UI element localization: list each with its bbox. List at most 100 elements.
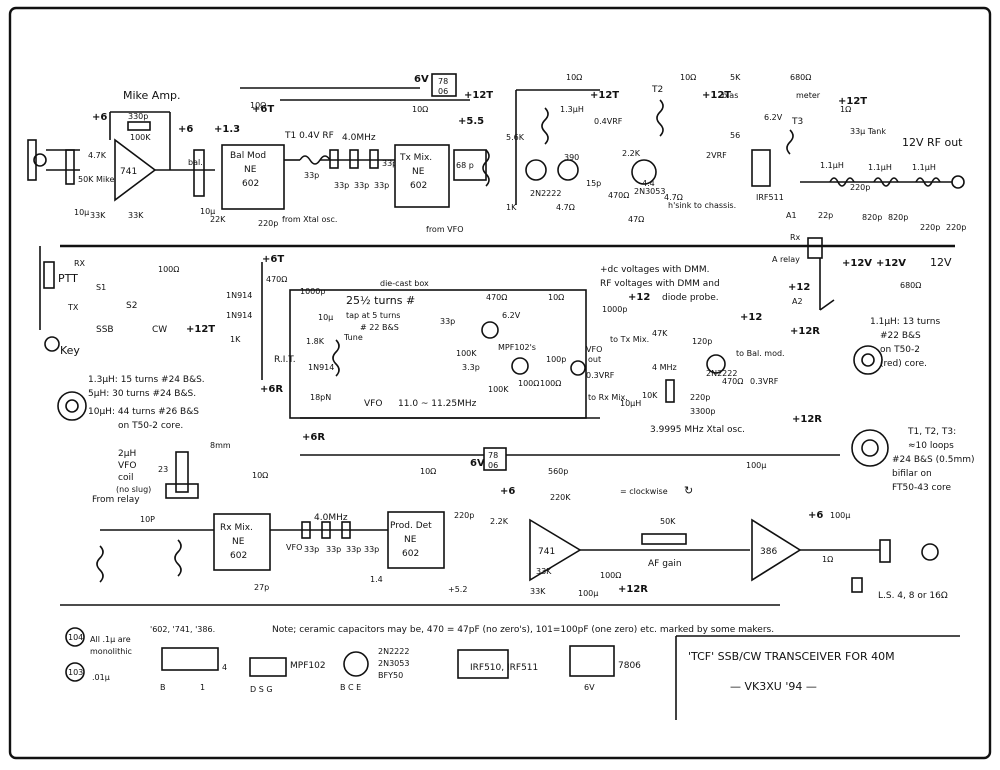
svg-text:6V: 6V [470,458,485,469]
svg-text:0.4VRF: 0.4VRF [594,117,623,126]
svg-text:+5.2: +5.2 [448,585,467,594]
svg-text:RX: RX [74,259,86,268]
svg-text:23: 23 [158,465,168,474]
svg-text:103: 103 [68,668,83,677]
svg-text:470Ω: 470Ω [608,191,629,200]
svg-text:1N914: 1N914 [226,311,252,320]
svg-text:6V: 6V [584,683,595,692]
svg-text:0.3VRF: 0.3VRF [586,371,615,380]
svg-text:1: 1 [200,683,205,692]
product-detector-ne602 [387,511,445,569]
speaker-icon [851,577,863,593]
svg-text:33p: 33p [304,545,319,554]
svg-text:BFY50: BFY50 [378,671,403,680]
rf-output-jack [951,175,965,189]
rx-mix-ne602 [213,513,271,571]
svg-text:1K: 1K [506,203,517,212]
svg-text:1.8K: 1.8K [306,337,325,346]
rit-section: +6T 470Ω 1N914 1N914 1K R.I.T. +6R 10µ [226,254,333,395]
svg-text:+6T: +6T [262,254,284,265]
svg-text:1.4: 1.4 [370,575,383,584]
svg-text:+12: +12 [740,312,762,323]
svg-text:5µH: 30 turns #24 B&S.: 5µH: 30 turns #24 B&S. [88,389,196,399]
svg-text:470Ω: 470Ω [722,377,743,386]
svg-text:100K: 100K [488,385,509,394]
svg-text:18pN: 18pN [310,393,331,402]
svg-text:25½ turns #: 25½ turns # [346,294,415,307]
svg-text:#24 B&S (0.5mm): #24 B&S (0.5mm) [892,455,975,465]
svg-text:TX: TX [67,303,79,312]
svg-text:11.0 ~ 11.25MHz: 11.0 ~ 11.25MHz [398,399,477,409]
svg-text:220p: 220p [850,183,870,192]
svg-text:monolithic: monolithic [90,647,132,656]
svg-text:VFO: VFO [586,345,602,354]
svg-text:78: 78 [438,77,448,86]
mic-jack [33,153,47,167]
svg-text:+12R: +12R [792,414,822,425]
svg-text:+12T: +12T [838,96,867,107]
svg-text:from Xtal osc.: from Xtal osc. [282,215,337,224]
af-gain-label: AF gain [648,559,682,569]
mpf102-package-icon [249,657,287,677]
sheet-border [8,6,992,760]
ceramic-note: Note; ceramic capacitors may be, 470 = 4… [272,625,774,635]
svg-text:06: 06 [488,461,498,470]
svg-text:390: 390 [564,153,579,162]
amp-386-label: 386 [760,547,777,557]
ptt-key-section: PTT RX TX S1 S2 SSB CW Key +12T 100Ω [39,246,215,357]
svg-text:10Ω: 10Ω [680,73,696,82]
vfo-coil-form-icon [175,451,189,493]
svg-text:NE: NE [244,165,257,175]
svg-text:+12T: +12T [702,90,731,101]
svg-text:6.2V: 6.2V [764,113,783,122]
svg-text:100Ω: 100Ω [518,379,539,388]
svg-text:33K: 33K [536,567,552,576]
mike-gain-pot [65,149,75,185]
svg-text:2N2222: 2N2222 [530,189,561,198]
svg-text:10Ω: 10Ω [252,471,268,480]
dip-package-icon [161,647,219,671]
svg-text:602: 602 [230,551,247,561]
svg-text:330p: 330p [128,112,148,121]
svg-text:VFO: VFO [364,399,382,409]
svg-text:1.1µH: 1.1µH [868,163,892,172]
schematic-title: 'TCF' SSB/CW TRANSCEIVER FOR 40M [688,650,895,663]
svg-text:2.2K: 2.2K [622,149,641,158]
svg-text:100p: 100p [546,355,566,364]
receiver-section: From relay 10P Rx Mix. NE 602 27p VFO 4.… [92,432,948,601]
relay-box [807,237,823,259]
svg-text:12V RF out: 12V RF out [902,136,963,149]
svg-text:+6: +6 [178,124,193,135]
svg-text:bal.: bal. [188,158,203,167]
svg-text:33p: 33p [440,317,455,326]
svg-text:220p: 220p [690,393,710,402]
tx-crystal-filter: T1 0.4V RF 4.0MHz 33p 33p 33p 33p 33p [284,131,410,190]
svg-text:1.1µH: 1.1µH [912,163,936,172]
footer-notes: '602, '741, '386. Note; ceramic capacito… [65,625,774,694]
svg-text:100K: 100K [130,133,151,142]
svg-text:0.3VRF: 0.3VRF [750,377,779,386]
svg-text:A relay: A relay [772,255,800,264]
key-jack [44,336,60,352]
svg-text:47Ω: 47Ω [628,215,644,224]
svg-text:From relay: From relay [92,495,140,505]
svg-text:104: 104 [68,633,83,642]
svg-text:D S G: D S G [250,685,273,694]
svg-text:1N914: 1N914 [226,291,252,300]
svg-text:1K: 1K [230,335,241,344]
svg-text:S2: S2 [126,301,137,311]
svg-text:68 p: 68 p [456,161,474,170]
svg-text:4.4: 4.4 [642,179,655,188]
svg-text:+1.3: +1.3 [214,124,240,135]
svg-text:4.0MHz: 4.0MHz [342,133,376,143]
svg-text:1000p: 1000p [602,305,627,314]
svg-text:T1, T2, T3:: T1, T2, T3: [907,427,956,437]
svg-text:+12T: +12T [186,324,215,335]
svg-text:1.3µH: 1.3µH [560,105,584,114]
svg-text:4.7Ω: 4.7Ω [664,193,683,202]
svg-text:33K: 33K [128,211,144,220]
svg-text:to Tx Mix.: to Tx Mix. [610,335,649,344]
svg-text:1Ω: 1Ω [840,105,851,114]
svg-text:= clockwise: = clockwise [620,487,668,496]
